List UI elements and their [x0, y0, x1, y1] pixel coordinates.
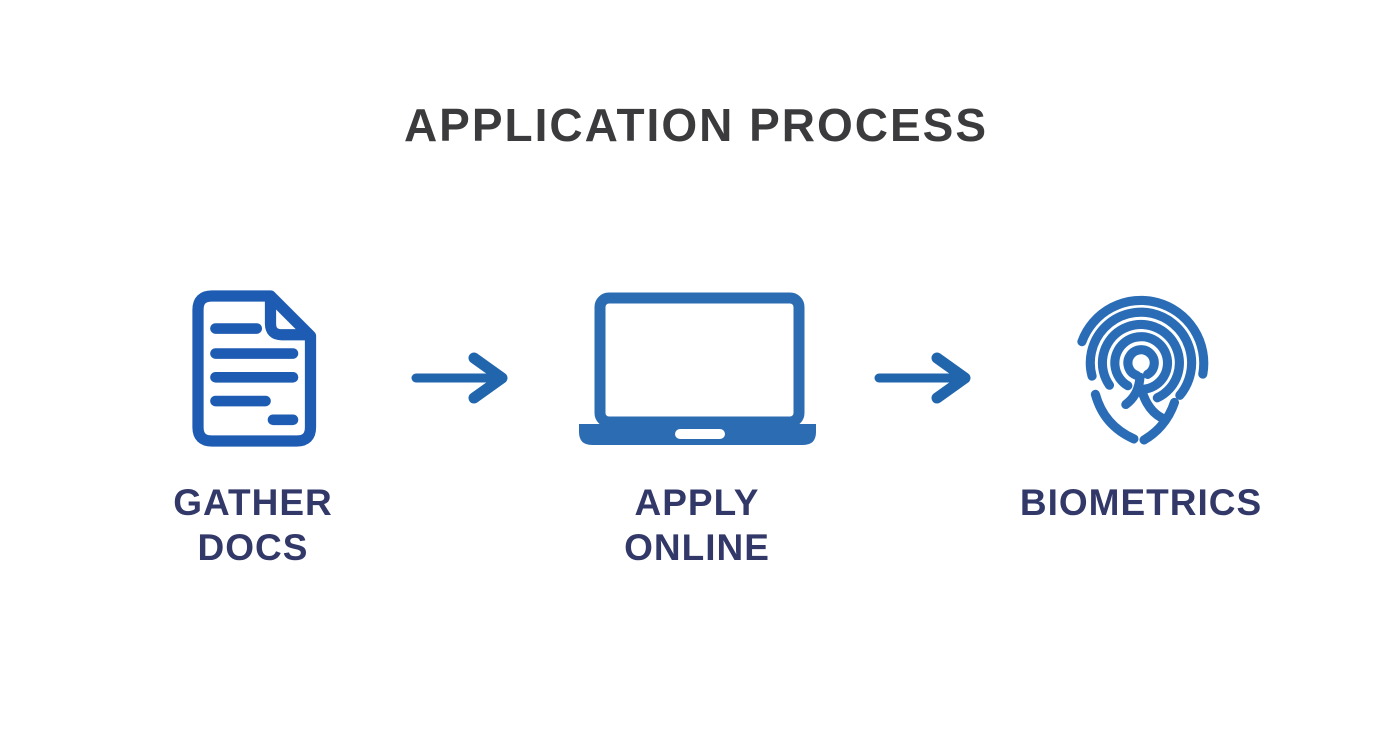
arrow-right-icon: [873, 350, 985, 406]
step-label-line: DOCS: [197, 527, 309, 568]
step-gather-docs: GATHER DOCS: [83, 272, 423, 570]
step-label-line: ONLINE: [624, 527, 770, 568]
arrow-right-icon: [410, 350, 522, 406]
step-label-line: GATHER: [173, 482, 333, 523]
step-label-line: APPLY: [634, 482, 760, 523]
page-title: APPLICATION PROCESS: [403, 99, 989, 151]
step-biometrics: BIOMETRICS: [971, 272, 1311, 525]
fingerprint-icon: [1065, 272, 1217, 464]
step-label: GATHER DOCS: [173, 480, 332, 570]
step-label-line: BIOMETRICS: [1019, 482, 1263, 523]
step-label: BIOMETRICS: [1020, 480, 1262, 525]
step-apply-online: APPLY ONLINE: [527, 272, 867, 570]
document-icon: [178, 272, 328, 464]
step-label: APPLY ONLINE: [624, 480, 770, 570]
laptop-icon: [578, 272, 816, 464]
